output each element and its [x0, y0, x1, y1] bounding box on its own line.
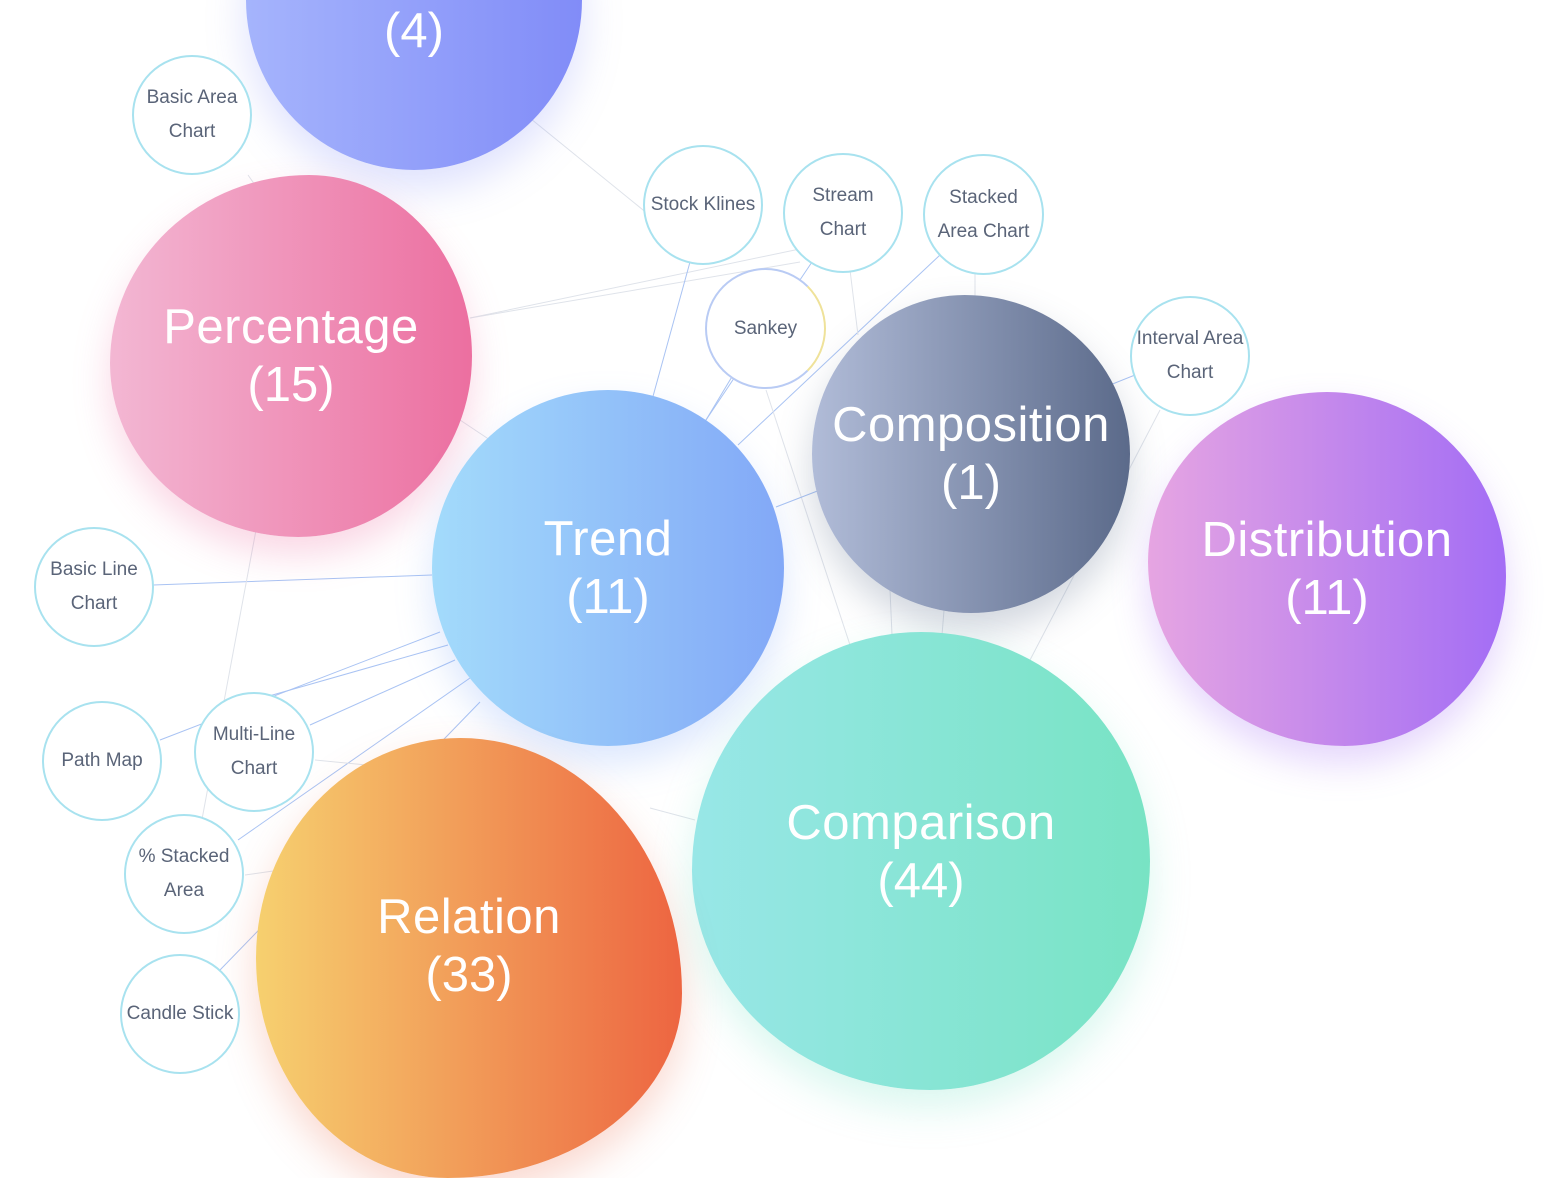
category-top-count: (4) — [384, 4, 444, 58]
category-comparison[interactable]: Comparison (44) — [692, 632, 1150, 1090]
chart-node-label: Stream Chart — [812, 185, 874, 240]
chart-node-path-map[interactable]: Path Map — [42, 701, 162, 821]
chart-node-label: % Stacked Area — [138, 846, 230, 901]
chart-node-label: Basic Line Chart — [50, 559, 138, 614]
chart-node-sankey[interactable]: Sankey — [705, 268, 826, 389]
category-comparison-label: Comparison — [786, 796, 1056, 850]
category-composition-count: (1) — [941, 456, 1001, 510]
category-composition[interactable]: Composition (1) — [812, 295, 1130, 613]
category-distribution[interactable]: Distribution (11) — [1148, 392, 1506, 746]
category-trend[interactable]: Trend (11) — [432, 390, 784, 746]
chart-node-label: Stock Klines — [650, 194, 756, 215]
chart-node-stock-klines[interactable]: Stock Klines — [643, 145, 763, 265]
chart-node-label: Sankey — [733, 317, 798, 339]
chart-node-stream-chart[interactable]: Stream Chart — [783, 153, 903, 273]
chart-node-stacked-area[interactable]: Stacked Area Chart — [923, 154, 1044, 275]
chart-node-pct-stacked-area[interactable]: % Stacked Area — [124, 814, 244, 934]
chart-node-label: Multi-Line Chart — [212, 724, 296, 779]
chart-node-label: Path Map — [61, 750, 143, 771]
category-percentage[interactable]: Percentage (15) — [110, 175, 472, 537]
chart-node-label: Stacked Area Chart — [937, 186, 1030, 242]
category-percentage-count: (15) — [247, 358, 335, 412]
category-distribution-count: (11) — [1285, 571, 1369, 625]
chart-node-basic-area[interactable]: Basic Area Chart — [132, 55, 252, 175]
category-trend-label: Trend — [543, 512, 673, 566]
category-distribution-label: Distribution — [1201, 513, 1453, 567]
category-percentage-label: Percentage — [163, 300, 419, 354]
category-composition-label: Composition — [832, 398, 1110, 452]
chart-node-interval-area[interactable]: Interval Area Chart — [1130, 296, 1250, 416]
category-relation-count: (33) — [425, 948, 513, 1002]
chart-node-label: Candle Stick — [126, 1003, 234, 1024]
category-comparison-count: (44) — [877, 854, 965, 908]
chart-node-multi-line[interactable]: Multi-Line Chart — [194, 692, 314, 812]
category-trend-count: (11) — [566, 570, 650, 624]
category-relation-label: Relation — [377, 890, 561, 944]
chart-node-basic-line[interactable]: Basic Line Chart — [34, 527, 154, 647]
chart-node-label: Basic Area Chart — [146, 87, 238, 142]
chart-node-candle-stick[interactable]: Candle Stick — [120, 954, 240, 1074]
chart-node-label: Interval Area Chart — [1136, 328, 1244, 383]
